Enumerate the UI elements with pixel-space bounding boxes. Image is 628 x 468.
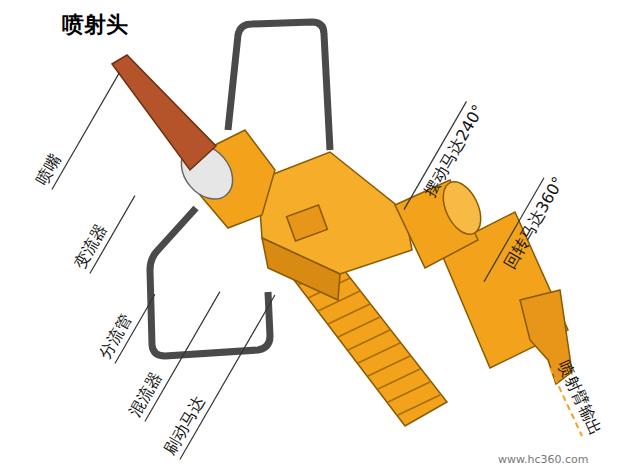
part-label: 分流管 bbox=[95, 310, 136, 362]
part-label: 混流器 bbox=[125, 368, 166, 420]
leader-lines bbox=[52, 73, 544, 460]
nozzle bbox=[112, 55, 216, 170]
brush-motor bbox=[287, 205, 328, 241]
watermark: www.hc360.com bbox=[498, 450, 588, 468]
part-label: 喷射臂输出 bbox=[554, 358, 606, 439]
part-label: 摆动马达240° bbox=[420, 101, 489, 200]
title: 喷射头 bbox=[62, 12, 128, 38]
part-label: 喷嘴 bbox=[32, 150, 65, 188]
beam-side bbox=[262, 238, 340, 300]
part-label: 变流器 bbox=[70, 220, 111, 272]
part-label: 回转马达360° bbox=[500, 173, 569, 272]
part-label: 刷动马达 bbox=[160, 393, 209, 458]
